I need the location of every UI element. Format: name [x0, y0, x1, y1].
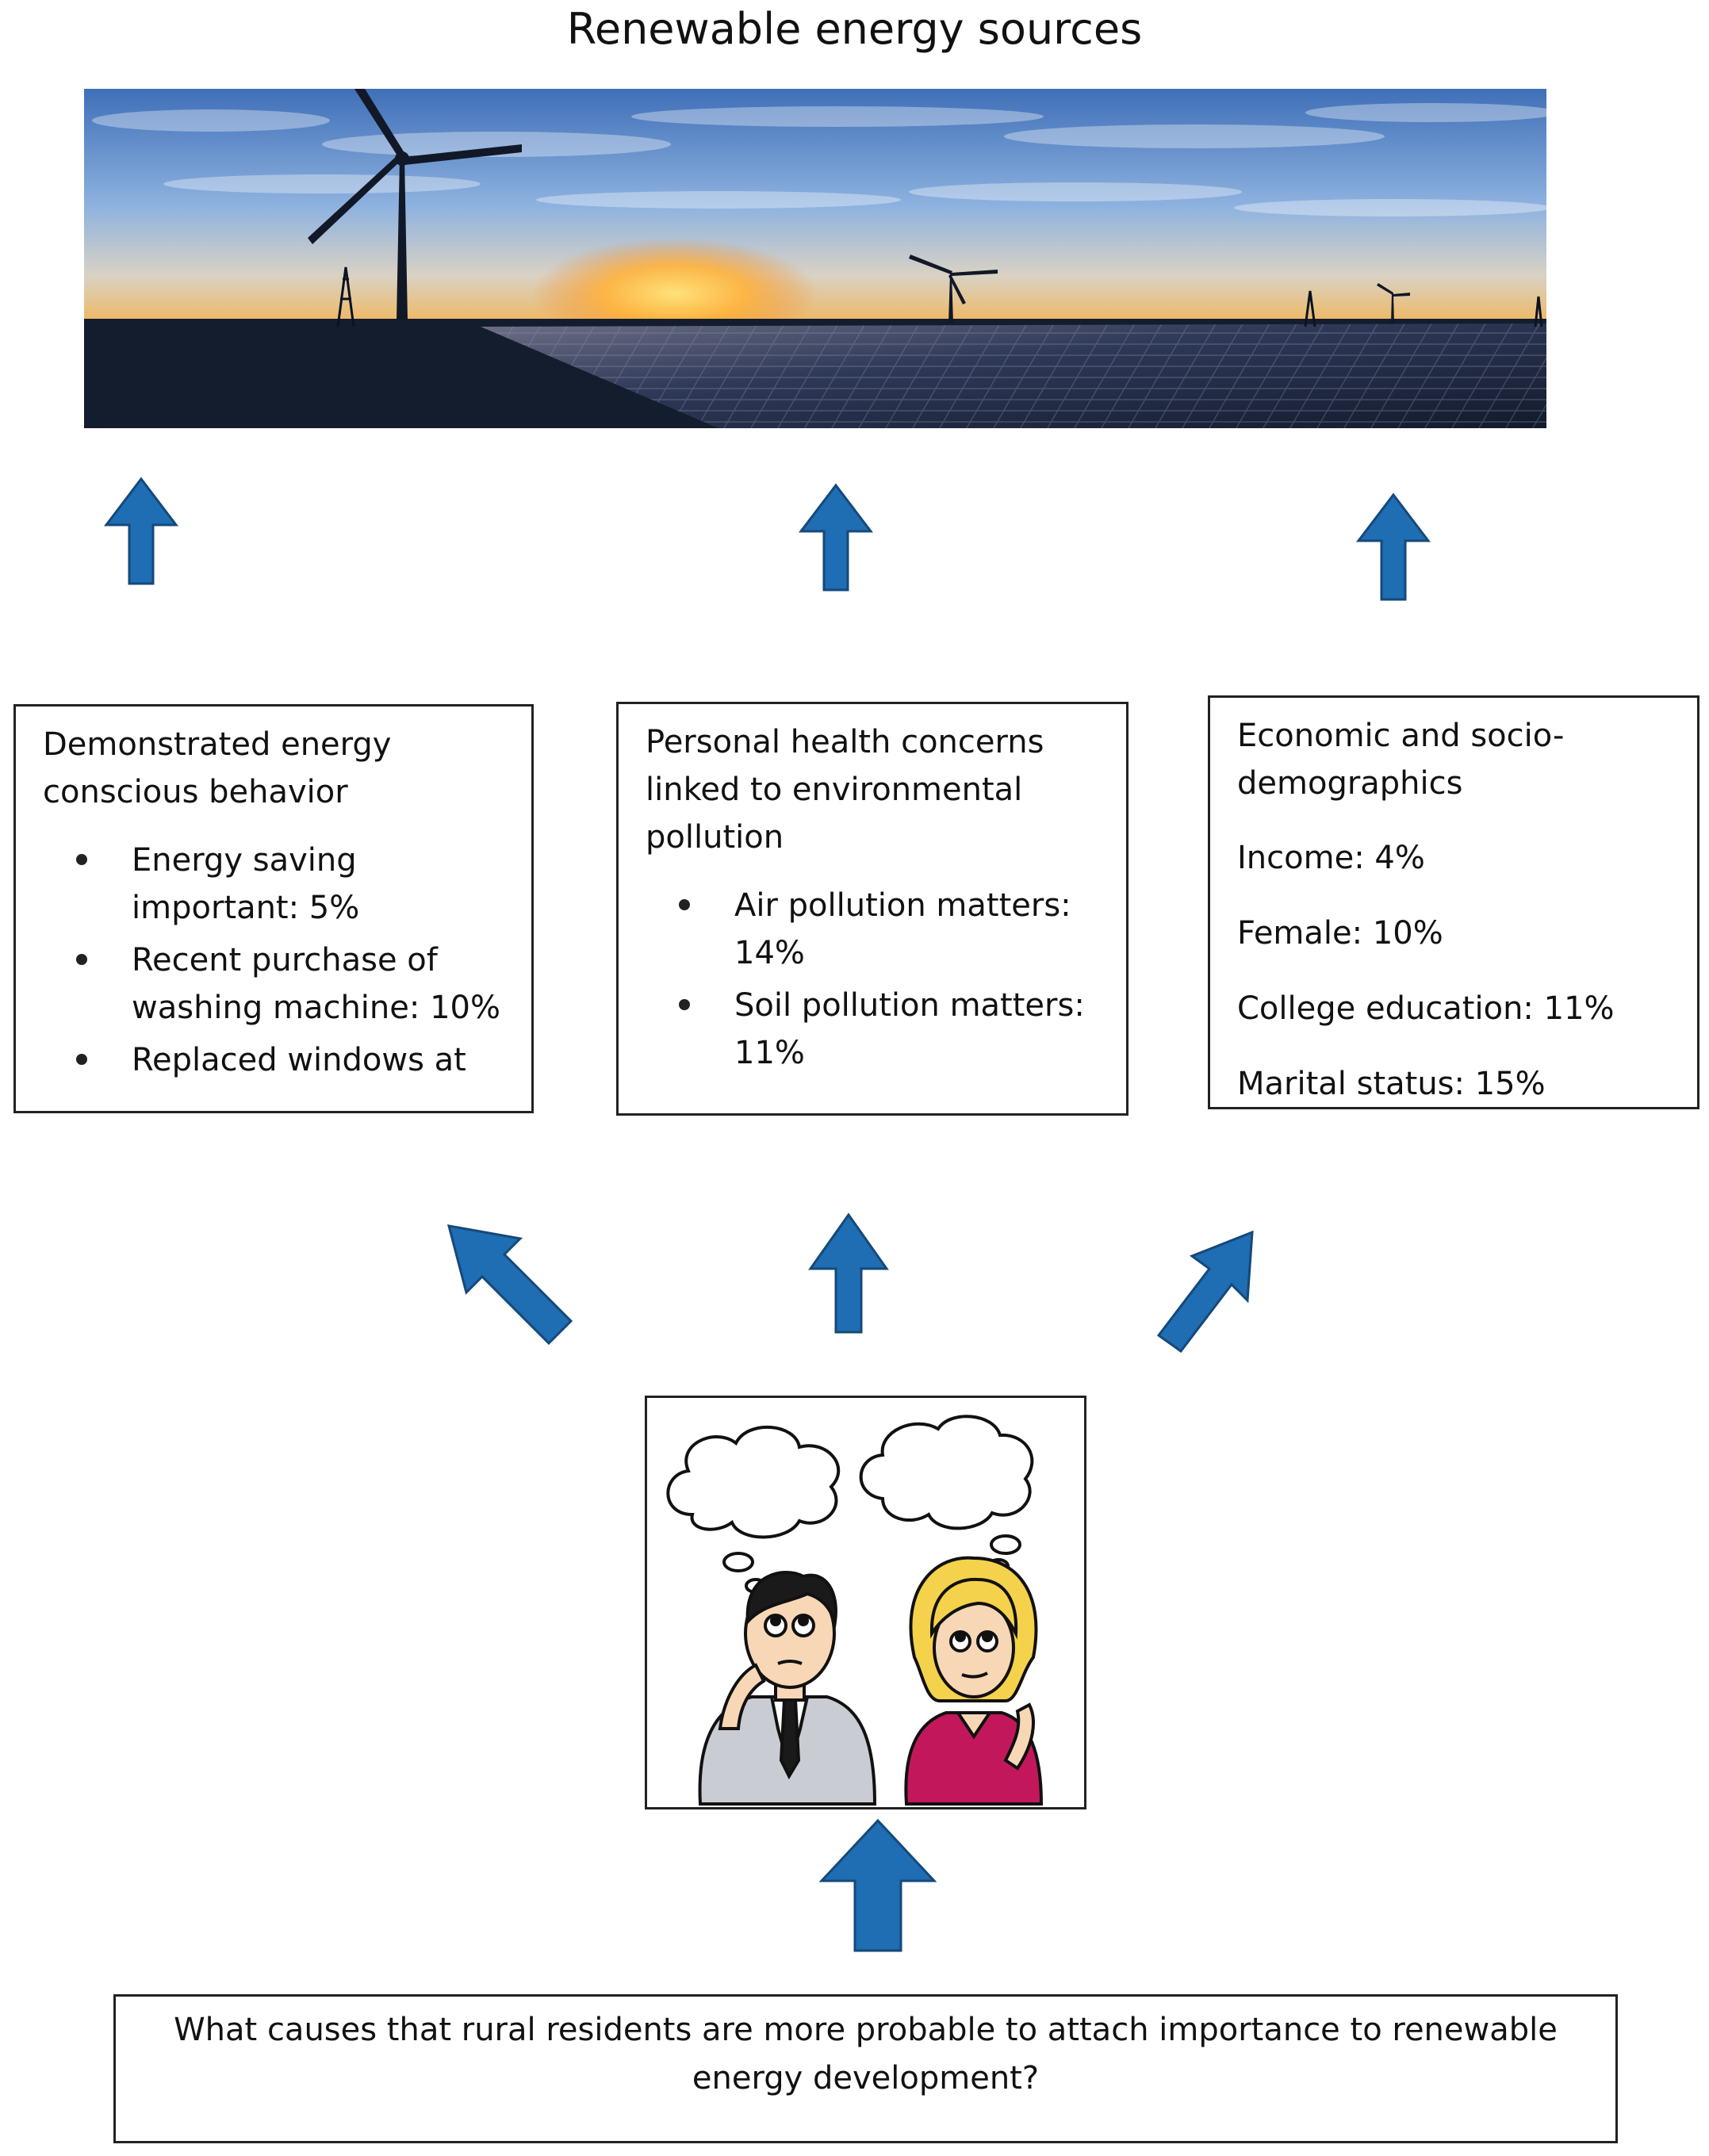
economic-demographics-title: Economic and socio-demographics	[1237, 718, 1565, 802]
list-item: Recent purchase of washing machine: 10%	[76, 936, 515, 1032]
thinking-people-illustration	[645, 1396, 1086, 1809]
energy-behavior-list: Energy saving important: 5% Recent purch…	[43, 837, 515, 1084]
health-concerns-box: Personal health concerns linked to envir…	[616, 702, 1128, 1116]
renewable-energy-photo	[84, 89, 1546, 428]
list-item: Income: 4%	[1237, 840, 1425, 876]
list-item: Replaced windows at	[76, 1036, 515, 1084]
economic-demographics-box: Economic and socio-demographics Income: …	[1208, 695, 1699, 1109]
research-question-box: What causes that rural residents are mor…	[113, 1994, 1618, 2143]
diagram-title: Renewable energy sources	[566, 4, 1143, 54]
health-concerns-title: Personal health concerns linked to envir…	[646, 724, 1044, 856]
arrow-up-from-question	[818, 1818, 937, 1952]
arrow-up-center-from-cartoon	[808, 1212, 889, 1334]
list-item: Marital status: 15%	[1237, 1066, 1546, 1102]
energy-behavior-title: Demonstrated energy conscious behavior	[43, 726, 392, 810]
arrow-up-left-to-banner	[103, 477, 179, 585]
list-item: Air pollution matters: 14%	[679, 882, 1110, 977]
arrow-diagonal-up-left	[446, 1224, 573, 1346]
health-concerns-list: Air pollution matters: 14% Soil pollutio…	[646, 882, 1110, 1077]
list-item: College education: 11%	[1237, 990, 1615, 1027]
list-item: Energy saving important: 5%	[76, 837, 515, 932]
arrow-up-right-to-banner	[1355, 492, 1431, 601]
energy-behavior-box: Demonstrated energy conscious behavior E…	[13, 704, 534, 1113]
arrow-diagonal-up-right	[1156, 1230, 1254, 1354]
list-item: Soil pollution matters: 11%	[679, 982, 1110, 1077]
list-item: Female: 10%	[1237, 915, 1443, 952]
research-question-text: What causes that rural residents are mor…	[174, 2012, 1558, 2097]
arrow-up-center-to-banner	[798, 483, 874, 592]
